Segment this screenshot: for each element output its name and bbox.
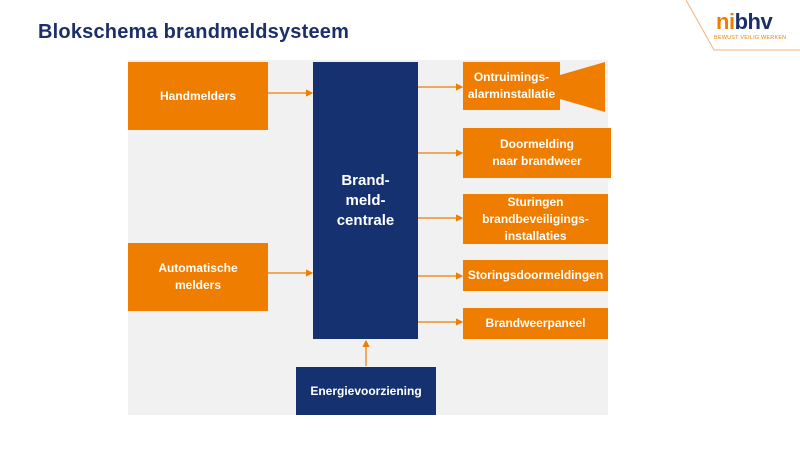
sturingen-installaties-box: Sturingen brandbeveiligings- installatie…: [463, 194, 608, 244]
brandmeldcentrale-box: Brand- meld- centrale: [313, 62, 418, 339]
logo-tagline: BEWUST VEILIG WERKEN: [714, 35, 787, 41]
storingsdoormeldingen-box: Storingsdoormeldingen: [463, 260, 608, 291]
logo-wordmark: nibhv: [716, 9, 773, 34]
automatische-melders-box: Automatische melders: [128, 243, 268, 311]
energievoorziening-box: Energievoorziening: [296, 367, 436, 415]
page-title: Blokschema brandmeldsysteem: [38, 21, 350, 43]
handmelders-box: Handmelders: [128, 62, 268, 130]
doormelding-brandweer-box: Doormelding naar brandweer: [463, 128, 611, 178]
nibhv-logo: nibhv BEWUST VEILIG WERKEN: [686, 0, 800, 56]
speaker-icon: [560, 62, 605, 112]
ontruimingsalarminstallatie-box: Ontruimings- alarminstallatie: [463, 62, 560, 110]
brandweerpaneel-box: Brandweerpaneel: [463, 308, 608, 339]
logo-frame-lines: [686, 0, 800, 51]
